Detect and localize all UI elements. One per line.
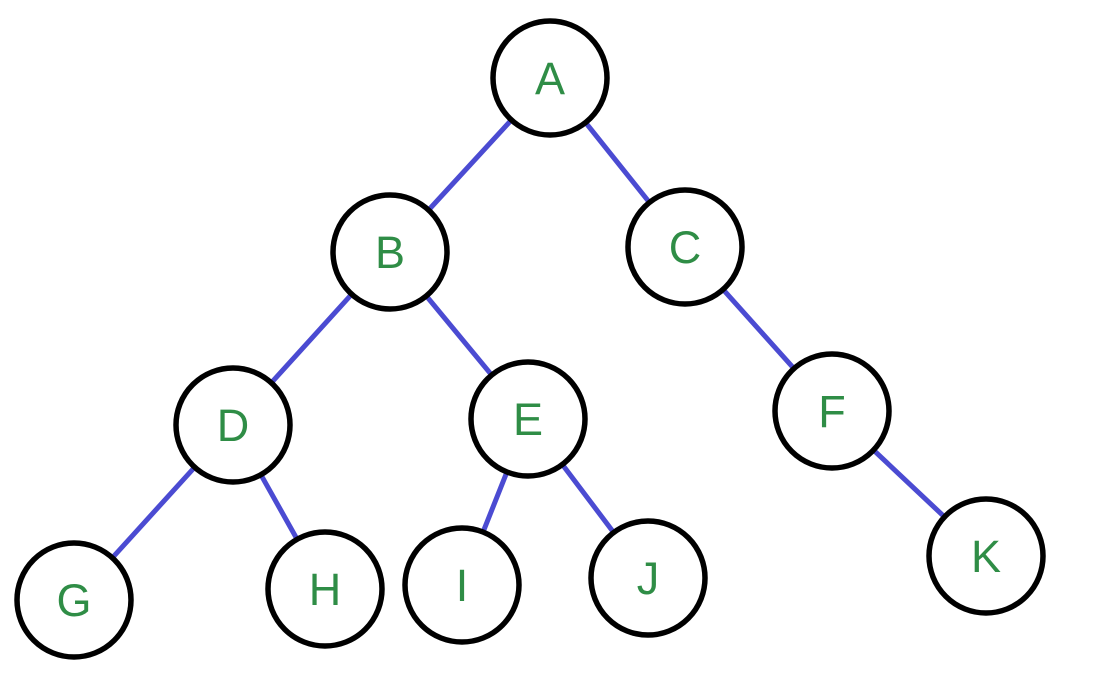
node-label: E bbox=[513, 394, 543, 445]
node-circle bbox=[402, 525, 522, 645]
edges-layer bbox=[71, 75, 989, 603]
tree-node-I: I bbox=[402, 525, 522, 645]
node-label: K bbox=[971, 531, 1001, 582]
node-label: F bbox=[818, 386, 846, 437]
node-label: B bbox=[375, 227, 405, 278]
nodes-layer: A B C D E F G H I J K bbox=[14, 18, 1046, 660]
tree-node-D: D bbox=[173, 365, 293, 485]
tree-node-E: E bbox=[468, 359, 588, 479]
node-label: H bbox=[309, 564, 342, 615]
node-label: J bbox=[637, 553, 660, 604]
tree-node-H: H bbox=[265, 529, 385, 649]
node-circle bbox=[772, 351, 892, 471]
node-label: D bbox=[217, 400, 250, 451]
tree-node-J: J bbox=[588, 518, 708, 638]
node-circle bbox=[265, 529, 385, 649]
node-circle bbox=[490, 18, 610, 138]
node-circle bbox=[14, 540, 134, 660]
node-circle bbox=[588, 518, 708, 638]
node-circle bbox=[926, 496, 1046, 616]
tree-node-G: G bbox=[14, 540, 134, 660]
node-label: C bbox=[669, 222, 702, 273]
tree-node-F: F bbox=[772, 351, 892, 471]
tree-node-K: K bbox=[926, 496, 1046, 616]
node-circle bbox=[330, 192, 450, 312]
tree-node-C: C bbox=[625, 187, 745, 307]
tree-node-B: B bbox=[330, 192, 450, 312]
node-circle bbox=[468, 359, 588, 479]
node-circle bbox=[625, 187, 745, 307]
node-circle bbox=[173, 365, 293, 485]
node-label: A bbox=[535, 53, 565, 104]
node-label: G bbox=[56, 575, 91, 626]
tree-node-A: A bbox=[490, 18, 610, 138]
node-label: I bbox=[456, 560, 469, 611]
